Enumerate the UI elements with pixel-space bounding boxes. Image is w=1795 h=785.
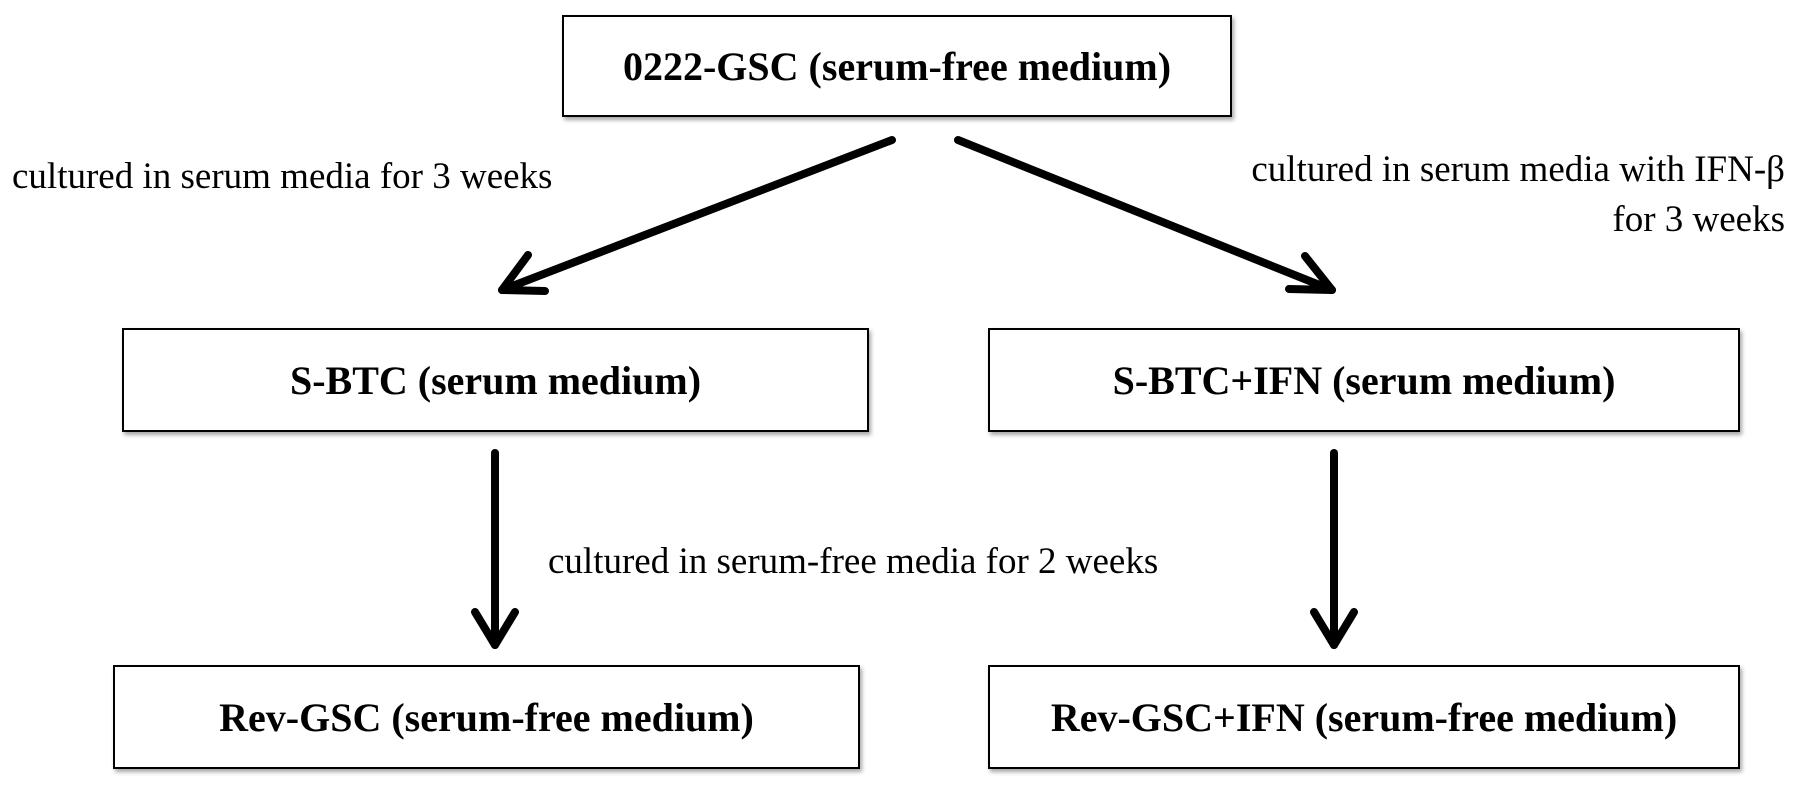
edge-label-serum-3-weeks: cultured in serum media for 3 weeks — [12, 156, 553, 197]
node-rev-gsc-label: Rev-GSC (serum-free medium) — [219, 694, 754, 740]
edge-label-serum-free-2-weeks: cultured in serum-free media for 2 weeks — [548, 541, 1159, 582]
arrow-root-to-sbtc — [498, 136, 896, 295]
edge-label-serum-ifn-line2: for 3 weeks — [1612, 199, 1785, 240]
arrow-root-to-sbtc-ifn — [954, 136, 1336, 294]
arrow-sbtc-to-revgsc — [471, 449, 519, 649]
node-rev-gsc-ifn-label: Rev-GSC+IFN (serum-free medium) — [1050, 694, 1678, 740]
node-s-btc: S-BTC (serum medium) — [122, 328, 869, 432]
edge-label-serum-ifn-3-weeks: cultured in serum media with IFN-β for 3… — [1251, 145, 1785, 245]
node-rev-gsc-ifn: Rev-GSC+IFN (serum-free medium) — [988, 665, 1740, 769]
node-0222-gsc-label: 0222-GSC (serum-free medium) — [622, 43, 1172, 89]
node-0222-gsc: 0222-GSC (serum-free medium) — [562, 15, 1232, 117]
node-rev-gsc: Rev-GSC (serum-free medium) — [113, 665, 860, 769]
arrow-sbtcifn-to-revifn — [1310, 449, 1358, 649]
edge-label-serum-ifn-line1: cultured in serum media with IFN-β — [1251, 149, 1785, 190]
node-s-btc-label: S-BTC (serum medium) — [289, 357, 702, 403]
node-s-btc-ifn: S-BTC+IFN (serum medium) — [988, 328, 1740, 432]
node-s-btc-ifn-label: S-BTC+IFN (serum medium) — [1112, 357, 1616, 403]
